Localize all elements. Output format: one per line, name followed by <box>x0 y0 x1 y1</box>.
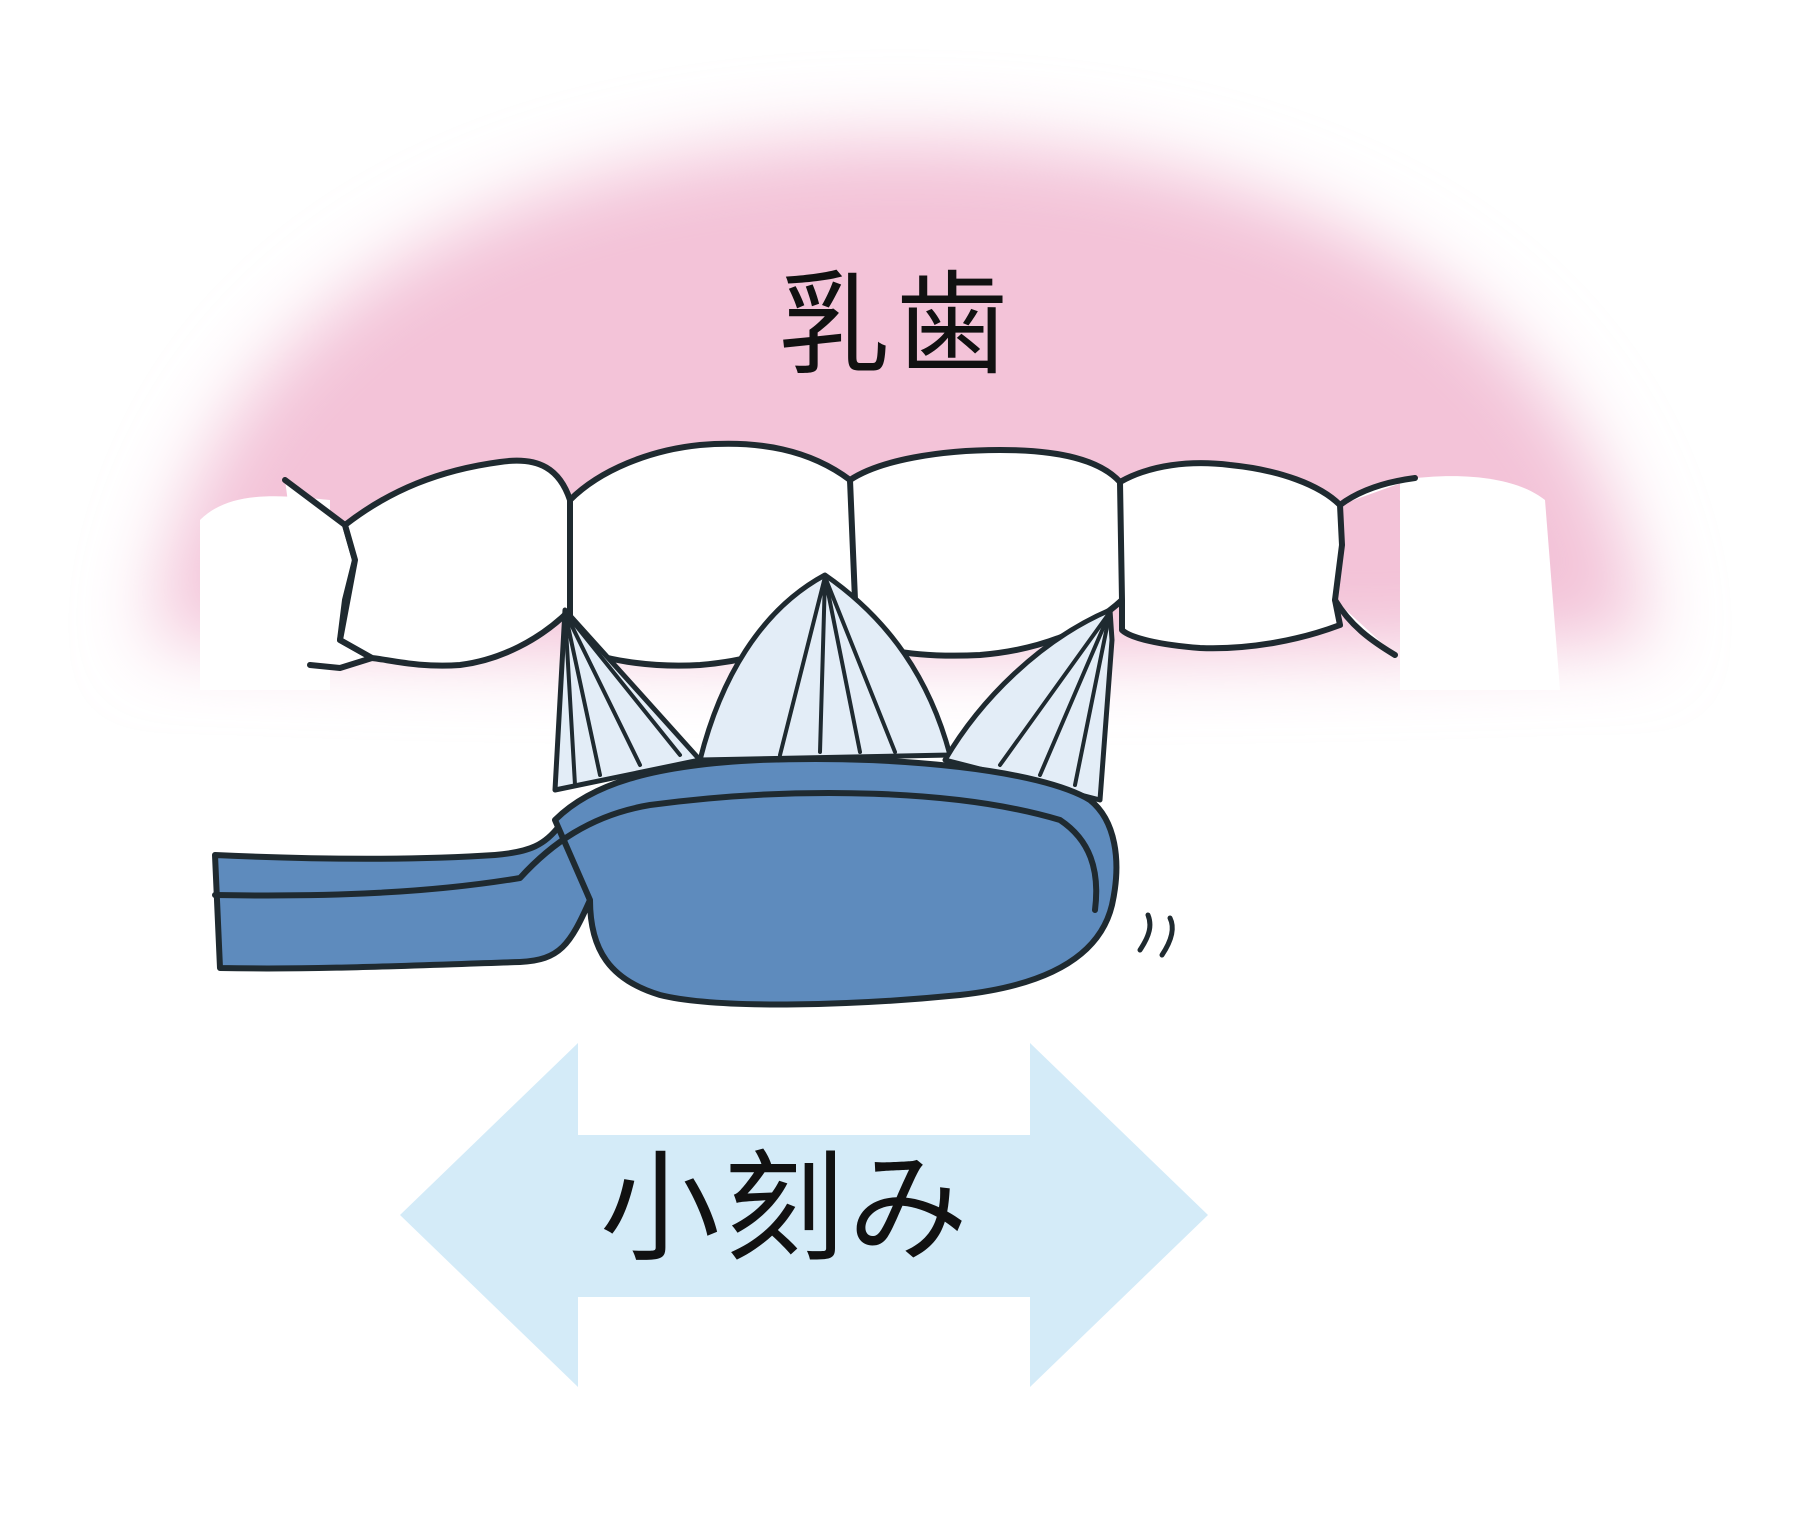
motion-label: 小刻み <box>600 1150 972 1270</box>
toothbrush-icon <box>215 759 1116 1004</box>
right-white-area <box>1400 476 1560 690</box>
tooth-4 <box>1120 463 1342 648</box>
vibration-mark-icon <box>1140 915 1172 955</box>
diagram-title: 乳歯 <box>778 270 1014 382</box>
